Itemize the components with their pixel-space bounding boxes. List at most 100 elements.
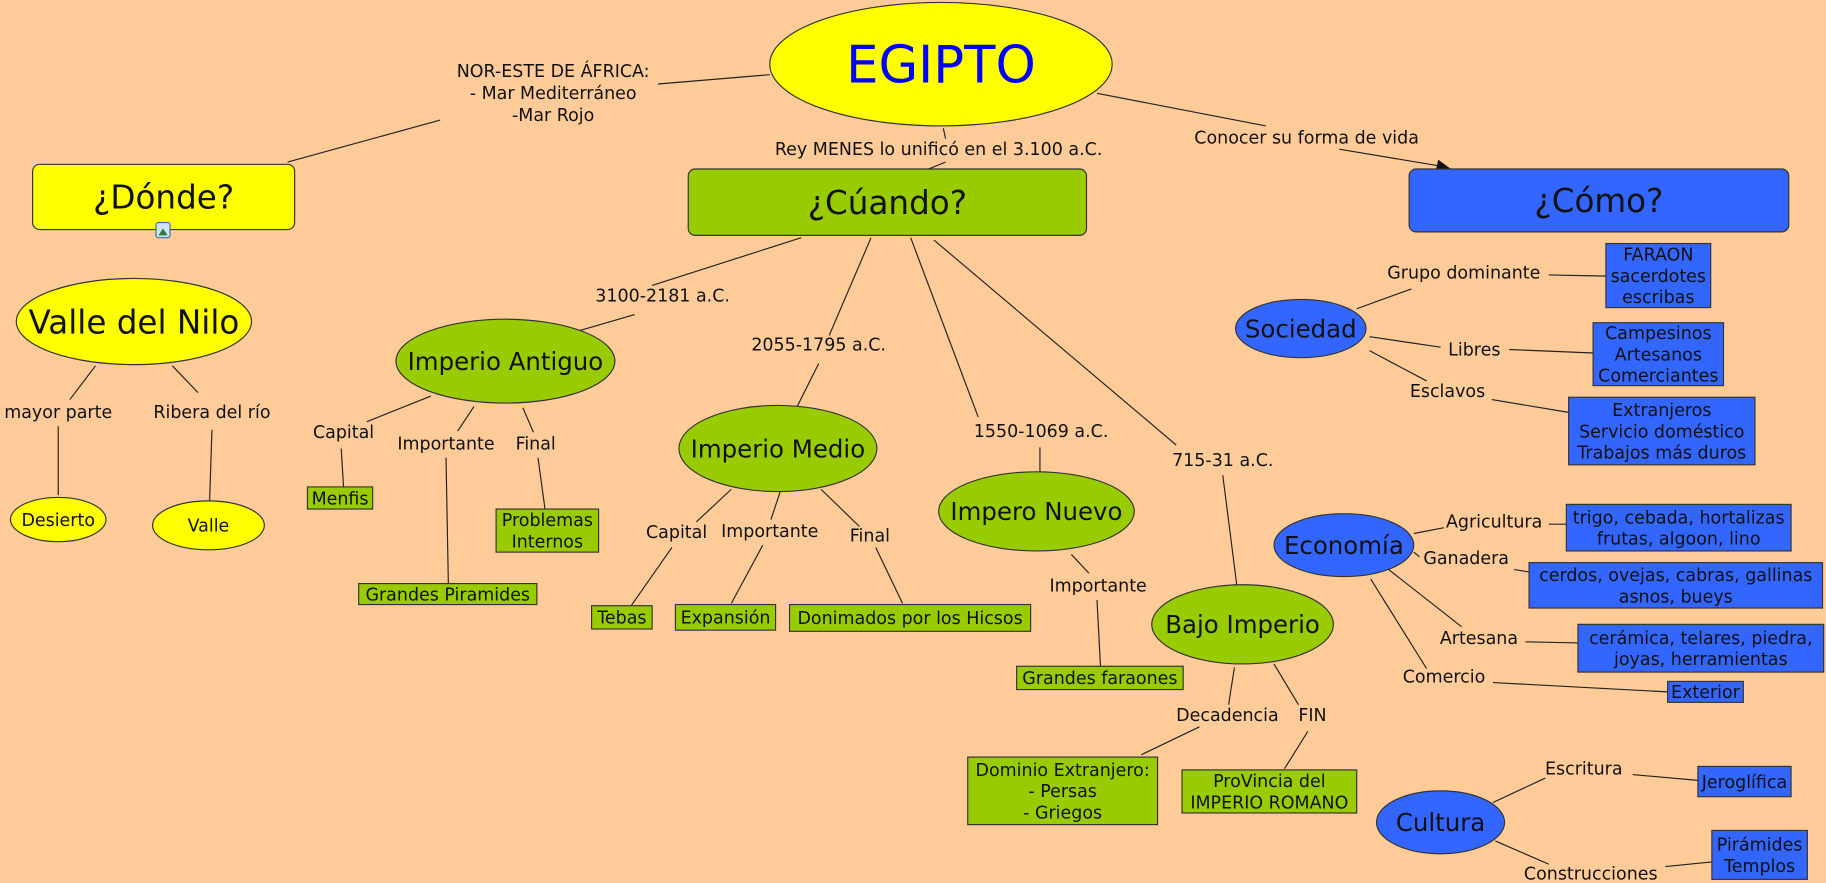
concept-node-sociedad[interactable]: Sociedad [1234, 298, 1367, 359]
node-shape [395, 318, 616, 404]
concept-node-economia[interactable]: Economía [1273, 513, 1415, 578]
linking-phrase-a-cap: Capital [313, 423, 374, 443]
linking-phrase-m-cap: Capital [646, 523, 707, 543]
concept-node-dominio[interactable]: Dominio Extranjero:- Persas- Griegos [967, 756, 1159, 826]
node-label: Tebas [596, 609, 646, 629]
connector-line [933, 239, 1177, 446]
concept-node-menfis[interactable]: Menfis [306, 486, 374, 510]
linking-phrase-d4: 715-31 a.C. [1172, 451, 1273, 471]
linking-phrase-comer: Comercio [1403, 668, 1486, 688]
connector-line [770, 491, 781, 520]
node-shape [1181, 769, 1358, 814]
link-label: Conocer su forma de vida [1194, 128, 1419, 148]
concept-node-imp-nuevo[interactable]: Impero Nuevo [938, 471, 1135, 552]
connector-line [1369, 336, 1441, 348]
linking-phrase-d1: 3100-2181 a.C. [595, 287, 730, 307]
concept-node-cultura[interactable]: Cultura [1375, 790, 1506, 855]
link-label: Final [516, 435, 556, 455]
concept-node-faraones[interactable]: Grandes faraones [1016, 665, 1184, 691]
connector-line [730, 544, 764, 604]
link-label: -Mar Rojo [512, 106, 594, 126]
node-shape [769, 1, 1113, 127]
connector-line [457, 406, 475, 432]
node-shape [687, 168, 1088, 236]
connector-line [1665, 861, 1712, 868]
link-label: Esclavos [1410, 382, 1485, 402]
linking-phrase-conocer: Conocer su forma de vida [1194, 128, 1419, 148]
image-attachment-icon[interactable] [155, 221, 171, 239]
concept-node-tebas[interactable]: Tebas [591, 605, 653, 630]
concept-node-valle[interactable]: Valle [151, 500, 265, 551]
link-label: Final [850, 527, 890, 547]
node-shape [1528, 562, 1824, 609]
node-label: Problemas [502, 511, 593, 531]
link-label: - Mar Mediterráneo [470, 84, 637, 104]
node-shape [1568, 396, 1756, 466]
link-label: Ganadera [1423, 549, 1509, 569]
node-label: Sociedad [1245, 314, 1357, 343]
concept-node-piramides-g[interactable]: Grandes Piramides [358, 582, 538, 606]
connector-line [695, 488, 732, 523]
node-shape [15, 277, 253, 366]
concept-node-desierto[interactable]: Desierto [9, 496, 107, 543]
node-label: Valle del Nilo [28, 303, 239, 341]
concept-node-valle-nilo[interactable]: Valle del Nilo [15, 277, 253, 366]
connector-line [1495, 840, 1550, 865]
concept-nodes: EGIPTO ¿Dónde? ¿Cúando? ¿Cómo? Valle del Nil… [9, 1, 1825, 880]
connector-line [875, 547, 904, 604]
node-label: Economía [1284, 531, 1404, 560]
connector-line [171, 365, 199, 393]
link-label: FIN [1298, 706, 1326, 726]
linking-phrase-constr: Construcciones [1524, 864, 1658, 883]
concept-node-imp-medio[interactable]: Imperio Medio [678, 404, 878, 493]
connector-line [1283, 731, 1309, 770]
concept-node-egipto[interactable]: EGIPTO [769, 1, 1113, 127]
link-label: Artesana [1440, 629, 1518, 649]
connector-line [1228, 667, 1235, 705]
linking-phrase-agri: Agricultura [1446, 513, 1542, 533]
node-shape [1234, 298, 1367, 359]
linking-phrase-d2: 2055-1795 a.C. [751, 336, 886, 356]
concept-node-como[interactable]: ¿Cómo? [1408, 168, 1790, 233]
concept-node-imp-antiguo[interactable]: Imperio Antiguo [395, 318, 616, 404]
node-shape [674, 603, 777, 631]
node-shape [306, 486, 374, 510]
connector-line [1525, 641, 1578, 644]
concept-node-bajo[interactable]: Bajo Imperio [1151, 584, 1334, 665]
node-label: joyas, herramientas [1613, 650, 1788, 670]
node-label: Artesanos [1615, 345, 1702, 365]
node-shape [151, 500, 265, 551]
concept-node-jeroglifica[interactable]: Jeroglífica [1697, 765, 1792, 798]
concept-node-arte-box[interactable]: cerámica, telares, piedra,joyas, herrami… [1577, 623, 1825, 673]
linking-phrases: NOR-ESTE DE ÁFRICA:- Mar Mediterráneo-Ma… [4, 60, 1657, 883]
connector-line [794, 363, 820, 411]
concept-node-donde[interactable]: ¿Dónde? [32, 163, 296, 231]
node-label: - Griegos [1023, 803, 1102, 823]
node-label: Extranjeros [1612, 401, 1711, 421]
link-label: Construcciones [1524, 864, 1658, 883]
node-label: Pirámides [1717, 836, 1803, 856]
concept-node-cuando[interactable]: ¿Cúando? [687, 168, 1088, 236]
node-shape [9, 496, 107, 543]
connector-line [1491, 399, 1569, 413]
node-label: Desierto [21, 511, 95, 531]
connector-line [209, 429, 213, 501]
concept-node-expansion[interactable]: Expansión [674, 603, 777, 631]
link-label: Importante [1050, 577, 1147, 597]
node-label: cerámica, telares, piedra, [1589, 629, 1812, 649]
linking-phrase-a-fin: Final [516, 435, 556, 455]
node-label: Valle [188, 517, 230, 537]
linking-phrase-m-imp: Importante [721, 522, 818, 542]
node-label: ¿Dónde? [93, 179, 234, 217]
concept-node-hicsos[interactable]: Donimados por los Hicsos [788, 603, 1032, 632]
concept-node-exterior[interactable]: Exterior [1667, 680, 1744, 703]
